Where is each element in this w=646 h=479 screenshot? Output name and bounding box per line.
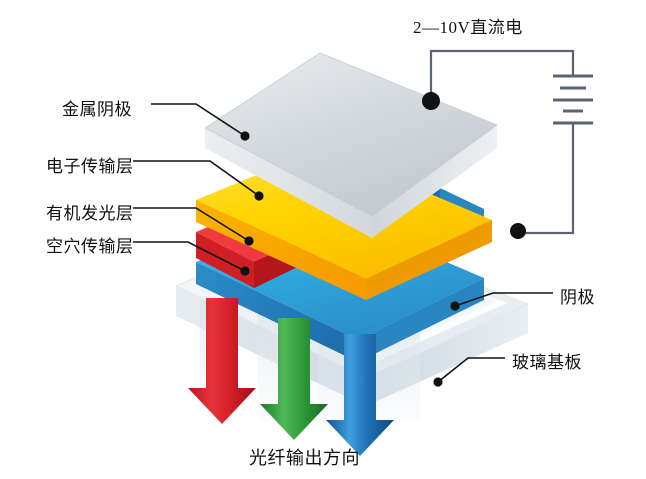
blue-light-arrow	[326, 334, 394, 456]
dc-power-circuit	[429, 49, 575, 235]
label-cathode: 阴极	[560, 288, 595, 307]
leader-dot-metal-cathode	[240, 131, 250, 141]
cathode-contact-dot	[422, 92, 440, 110]
anode-contact-dot	[510, 223, 526, 239]
leader-dot-electron-transport	[254, 191, 264, 201]
metal-cathode-layer	[204, 52, 498, 238]
battery-symbol	[553, 74, 593, 125]
leader-lines-left	[133, 103, 260, 272]
label-voltage-source: 2—10V直流电	[413, 18, 523, 37]
label-organic-emissive: 有机发光层	[46, 204, 134, 223]
label-metal-cathode: 金属阴极	[62, 100, 132, 119]
label-glass-substrate: 玻璃基板	[512, 353, 582, 372]
caption-light-output-direction: 光纤输出方向	[249, 448, 360, 468]
light-output-arrows	[188, 298, 394, 456]
label-electron-transport: 电子传输层	[46, 157, 134, 176]
leader-dot-emissive	[244, 236, 254, 246]
red-light-arrow	[188, 298, 256, 424]
label-hole-transport: 空穴传输层	[46, 237, 134, 256]
leader-lines-right	[437, 292, 553, 383]
green-light-arrow	[260, 318, 328, 440]
leader-dot-cathode	[450, 301, 460, 311]
leader-dot-hole-transport	[240, 266, 250, 276]
leader-dot-glass	[433, 377, 443, 387]
